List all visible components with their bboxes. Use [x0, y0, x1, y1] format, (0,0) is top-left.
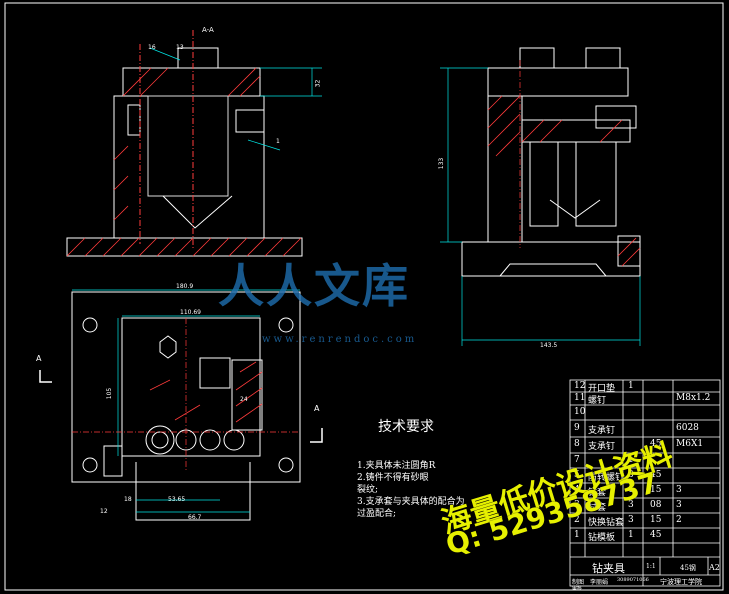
tech-notes-title: 技术要求 [378, 419, 434, 435]
bom-cell-name: 钻套 [588, 488, 607, 498]
watermark-site-url: www.renrendoc.com [262, 334, 418, 345]
bom-cell-name: 钻模板 [588, 533, 616, 543]
leader-1: 1 [276, 138, 280, 145]
title-block-material: 45钢 [680, 564, 696, 572]
bom-cell-no: 12 [574, 381, 586, 391]
side-hatching [487, 95, 641, 267]
section-label: A-A [202, 26, 214, 34]
bom-cell-no: 3 [574, 500, 580, 510]
title-block-label-check: 审核 [572, 586, 583, 592]
bom-cell-mat: 45 [650, 470, 662, 480]
tech-note-line-3: 裂纹; [357, 485, 379, 495]
bom-cell-no: 9 [574, 423, 580, 433]
dim-plan-bottom-a: 53.65 [168, 496, 186, 503]
bom-cell-no: 11 [574, 393, 586, 403]
bom-cell-mat: 15 [650, 485, 662, 495]
title-block-label-draw: 制图 [572, 579, 585, 586]
bom-cell-no: 5 [574, 470, 580, 480]
title-block-name: 钻夹具 [592, 562, 625, 575]
bom-cell-name: 螺钉 [588, 396, 607, 406]
bom-cell-note: M8x1.2 [676, 393, 711, 403]
tech-note-line-5: 过盈配合; [357, 509, 397, 519]
title-block-code: 3089071066 [617, 577, 649, 583]
view-arrow-label-left: A [36, 354, 42, 363]
bom-cell-no: 8 [574, 439, 580, 449]
bom-cell-no: 4 [574, 485, 580, 495]
dim-side-base: 143.5 [540, 342, 558, 349]
dim-plan-bottom-b: 66.7 [188, 514, 202, 521]
section-arrows [39, 370, 323, 443]
plan-hatching [149, 361, 263, 423]
bom-cell-qty: 1 [628, 455, 634, 465]
bom-cell-mat: 45 [650, 530, 662, 540]
bom-cell-no: 1 [574, 530, 580, 540]
leader-18: 18 [124, 496, 132, 503]
bom-cell-note: 6028 [676, 423, 699, 433]
bom-cell-qty: 1 [628, 381, 634, 391]
bom-cell-name: 支承钉 [588, 426, 616, 436]
bom-cell-note: 3 [676, 500, 682, 510]
title-block-designer: 李丽娟 [590, 579, 609, 586]
plan-view [71, 291, 301, 521]
bom-cell-name: 防转螺钉 [588, 473, 625, 483]
tech-note-line-4: 3.支承套与夹具体的配合为 [357, 497, 465, 507]
bom-cell-no: 2 [574, 515, 580, 525]
bom-cell-qty: 1 [628, 530, 634, 540]
bom-cell-qty: 3 [628, 515, 634, 525]
side-dimension-lines [440, 60, 641, 346]
title-block-scale: 1:1 [646, 563, 656, 570]
plan-dimension-lines [72, 289, 300, 513]
bom-cell-note: M6X1 [676, 439, 704, 449]
bom-cell-mat: 15 [650, 515, 662, 525]
bom-cell-qty: 3 [628, 500, 634, 510]
leader-24: 24 [240, 396, 248, 403]
dim-plan-height: 105 [106, 387, 114, 400]
bom-cell-qty: 1 [628, 485, 634, 495]
bom-cell-note: 3 [676, 485, 682, 495]
front-section-view [66, 30, 303, 257]
front-hatching [66, 67, 302, 257]
bom-cell-name: 快换钻套 [588, 518, 625, 528]
bom-cell-name: 衬套 [588, 503, 607, 513]
front-dimension-lines [149, 47, 322, 151]
bom-cell-mat: 08 [650, 500, 662, 510]
bom-cell-mat: 45 [650, 439, 662, 449]
bom-cell-name: 开口垫 [588, 384, 616, 394]
side-view [461, 47, 641, 277]
dim-plan-inner: 110.69 [180, 309, 201, 316]
leader-13: 13 [176, 44, 184, 51]
tech-note-line-2: 2.铸件不得有砂眼 [357, 473, 429, 483]
leader-12: 12 [100, 508, 108, 515]
dim-side-height: 133 [438, 157, 446, 170]
tech-note-line-1: 1.夹具体未注圆角R [357, 461, 436, 471]
bom-cell-no: 10 [574, 407, 586, 417]
drawing-frame [4, 2, 724, 591]
view-arrow-label-right: A [314, 404, 320, 413]
title-block-sheet: A2 [709, 563, 720, 572]
title-block-school: 宁波理工学院 [660, 578, 702, 586]
bom-cell-name: 支承钉 [588, 442, 616, 452]
bom-cell-qty: 3 [628, 470, 634, 480]
dim-plan-width: 180.9 [176, 283, 194, 290]
bom-table-grid [569, 379, 721, 587]
leader-16: 16 [148, 44, 156, 51]
dim-top-height: 32 [314, 79, 322, 88]
bom-cell-no: 7 [574, 455, 580, 465]
watermark-site-logo: 人人文库 [218, 259, 410, 313]
bom-cell-note: 2 [676, 515, 682, 525]
